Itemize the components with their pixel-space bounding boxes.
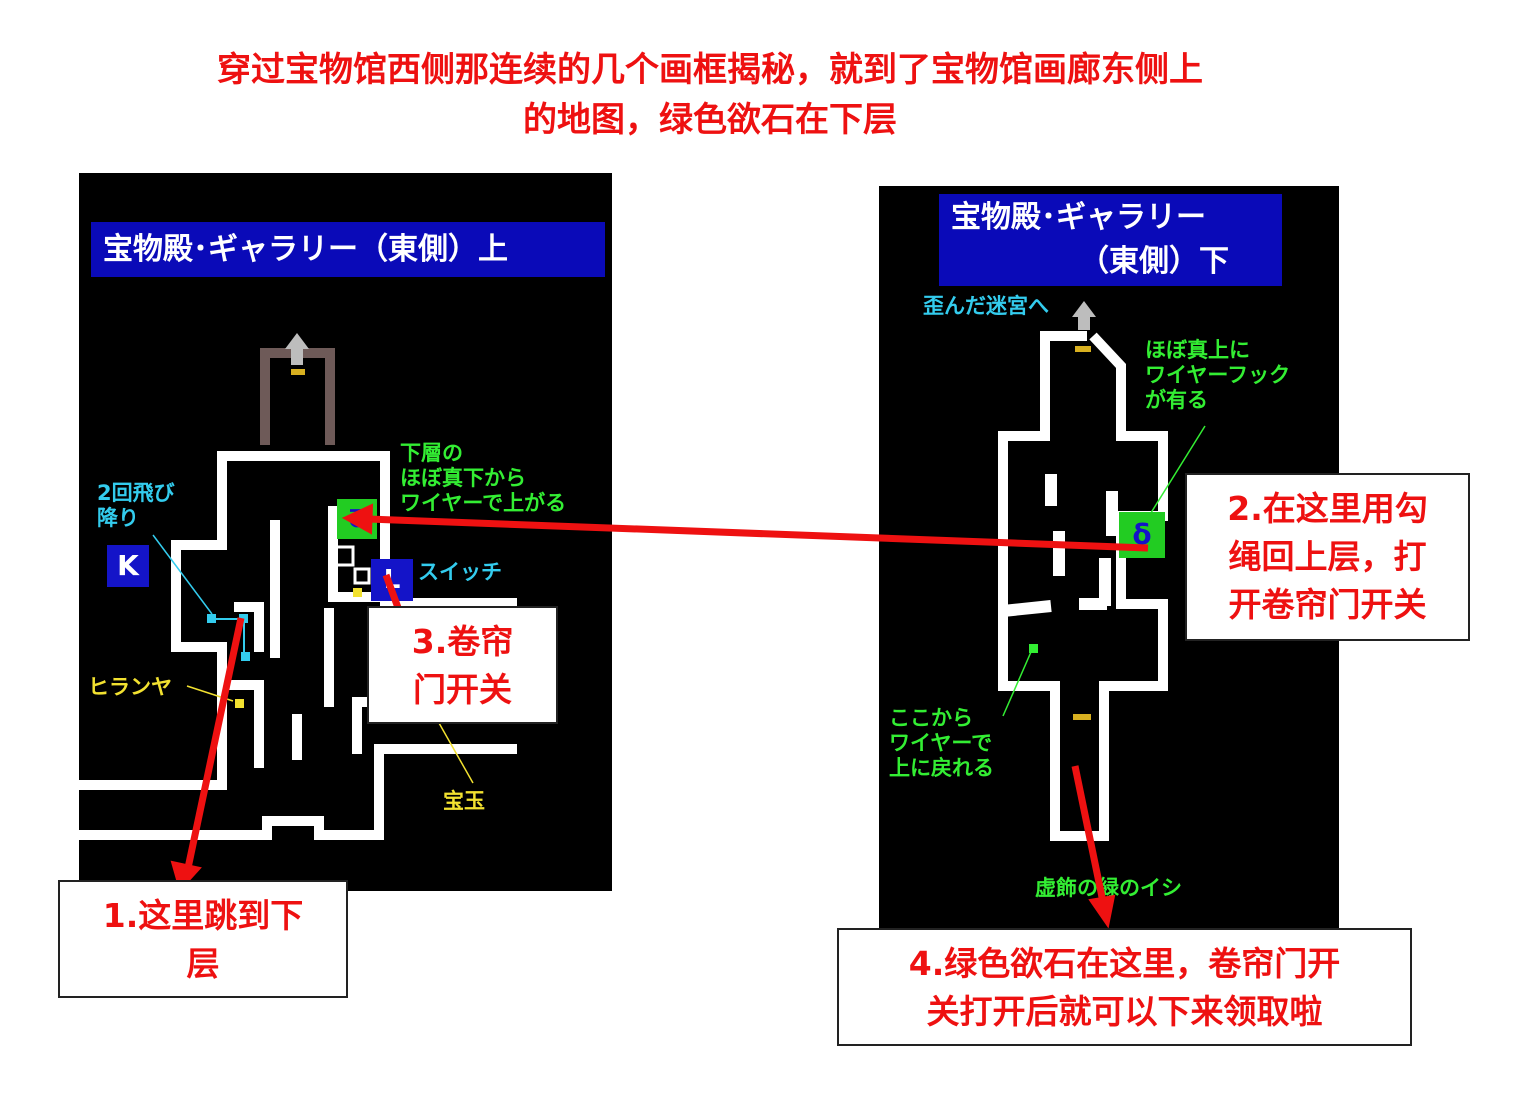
- lower-floor-title-line1: 宝物殿･ギャラリー: [951, 200, 1206, 235]
- lower-floor-map: 宝物殿･ギャラリー （東側）下 歪んだ迷宮へ ほぼ真上に ワイヤーフック が有る…: [879, 186, 1339, 931]
- page-title-line1: 穿过宝物馆西侧那连续的几个画框揭秘，就到了宝物馆画廊东侧上: [217, 50, 1203, 90]
- switch-label: スイッチ: [418, 560, 502, 584]
- gem-label: 宝玉: [443, 789, 485, 813]
- jump-down-label: 2回飛び 降り: [97, 481, 175, 530]
- wire-up-from-below-label: 下層の ほぼ真下から ワイヤーで上がる: [400, 441, 567, 515]
- hiranya-label: ヒランヤ: [88, 675, 172, 699]
- note-hook-up: 2.在这里用勾 绳回上层，打 开卷帘门开关: [1185, 473, 1470, 641]
- note-shutter-switch: 3.卷帘 门开关: [367, 606, 558, 724]
- lower-floor-title-line2: （東側）下: [1079, 244, 1229, 279]
- return-up-label: ここから ワイヤーで 上に戻れる: [889, 706, 994, 780]
- note-green-stone: 4.绿色欲石在这里，卷帘门开 关打开后就可以下来领取啦: [837, 928, 1412, 1046]
- hook-above-label: ほぼ真上に ワイヤーフック が有る: [1145, 338, 1291, 412]
- page-title-line2: 的地图，绿色欲石在下层: [523, 100, 897, 140]
- lower-floor-title: 宝物殿･ギャラリー （東側）下: [939, 194, 1282, 286]
- upper-floor-title: 宝物殿･ギャラリー（東側）上: [91, 222, 605, 277]
- wire-hook-icon: ᘔ: [337, 499, 377, 539]
- note-jump-down: 1.这里跳到下 层: [58, 880, 348, 998]
- to-distorted-maze-label: 歪んだ迷宮へ: [923, 294, 1049, 318]
- green-stone-label: 虚飾の緑のイシ: [1035, 876, 1182, 900]
- marker-k: K: [107, 545, 149, 587]
- switch-marker: L: [371, 559, 413, 601]
- wire-hook-icon: δ: [1119, 512, 1165, 558]
- upper-floor-map: 宝物殿･ギャラリー（東側）上 2回飛び 降り K 下層の ほぼ真下から ワイヤー…: [79, 173, 612, 891]
